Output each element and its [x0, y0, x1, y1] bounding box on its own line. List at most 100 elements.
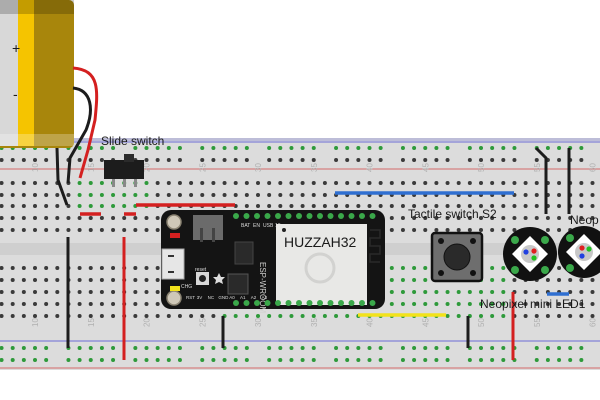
breadboard-hole[interactable]	[44, 266, 49, 270]
header-pin[interactable]	[306, 300, 313, 306]
breadboard-hole[interactable]	[66, 204, 71, 208]
breadboard-hole[interactable]	[345, 204, 350, 208]
breadboard-hole[interactable]	[423, 181, 428, 185]
breadboard-hole[interactable]	[144, 216, 149, 220]
breadboard-hole[interactable]	[378, 204, 383, 208]
breadboard-hole[interactable]	[88, 193, 93, 197]
rail-hole[interactable]	[233, 158, 238, 162]
breadboard-hole[interactable]	[490, 266, 495, 270]
rail-hole[interactable]	[211, 146, 216, 150]
rail-hole[interactable]	[400, 346, 405, 350]
rail-hole[interactable]	[111, 358, 116, 362]
breadboard-hole[interactable]	[456, 302, 461, 306]
breadboard-hole[interactable]	[512, 228, 517, 232]
breadboard-hole[interactable]	[189, 193, 194, 197]
breadboard-hole[interactable]	[557, 181, 562, 185]
rail-hole[interactable]	[356, 346, 361, 350]
breadboard-hole[interactable]	[378, 181, 383, 185]
breadboard-hole[interactable]	[479, 181, 483, 185]
rail-hole[interactable]	[244, 346, 249, 350]
rail-hole[interactable]	[579, 158, 584, 162]
breadboard-hole[interactable]	[44, 193, 49, 197]
header-pin[interactable]	[369, 213, 376, 219]
rail-hole[interactable]	[200, 358, 205, 362]
breadboard-hole[interactable]	[523, 204, 528, 208]
breadboard-hole[interactable]	[44, 314, 49, 318]
breadboard-hole[interactable]	[456, 228, 461, 232]
rail-hole[interactable]	[77, 158, 82, 162]
breadboard-hole[interactable]	[111, 314, 116, 318]
breadboard-hole[interactable]	[99, 204, 104, 208]
breadboard-hole[interactable]	[523, 193, 528, 197]
breadboard-hole[interactable]	[55, 216, 60, 220]
breadboard-hole[interactable]	[77, 181, 82, 185]
breadboard-hole[interactable]	[133, 290, 138, 294]
header-pin[interactable]	[296, 213, 302, 219]
breadboard-hole[interactable]	[55, 278, 60, 282]
breadboard-hole[interactable]	[557, 193, 562, 197]
rail-hole[interactable]	[300, 146, 305, 150]
breadboard-hole[interactable]	[534, 204, 539, 208]
breadboard-hole[interactable]	[311, 181, 316, 185]
breadboard-hole[interactable]	[133, 228, 138, 232]
header-pin[interactable]	[254, 213, 260, 219]
breadboard-hole[interactable]	[534, 314, 539, 318]
breadboard-hole[interactable]	[44, 204, 49, 208]
usb-port[interactable]	[161, 248, 185, 280]
breadboard-hole[interactable]	[33, 216, 37, 220]
breadboard-hole[interactable]	[490, 302, 495, 306]
header-pin[interactable]	[285, 300, 292, 306]
rail-hole[interactable]	[300, 358, 305, 362]
breadboard-hole[interactable]	[66, 228, 71, 232]
header-pin[interactable]	[254, 300, 260, 306]
breadboard-hole[interactable]	[590, 181, 595, 185]
rail-hole[interactable]	[501, 146, 506, 150]
breadboard-hole[interactable]	[155, 278, 160, 282]
breadboard-hole[interactable]	[568, 278, 573, 282]
breadboard-hole[interactable]	[10, 314, 15, 318]
breadboard-hole[interactable]	[44, 228, 49, 232]
breadboard-hole[interactable]	[133, 278, 138, 282]
rail-hole[interactable]	[423, 358, 428, 362]
breadboard-hole[interactable]	[311, 314, 316, 318]
rail-hole[interactable]	[334, 146, 339, 150]
breadboard-hole[interactable]	[111, 290, 116, 294]
breadboard-hole[interactable]	[0, 302, 4, 306]
breadboard-hole[interactable]	[389, 302, 394, 306]
breadboard-hole[interactable]	[400, 181, 405, 185]
breadboard-hole[interactable]	[534, 216, 539, 220]
neopixel-led-1[interactable]: Neopixel mini LED1	[480, 227, 586, 311]
breadboard-hole[interactable]	[523, 314, 528, 318]
header-pin[interactable]	[275, 213, 281, 219]
breadboard-hole[interactable]	[77, 228, 82, 232]
rail-hole[interactable]	[378, 346, 383, 350]
breadboard-hole[interactable]	[55, 314, 60, 318]
breadboard-hole[interactable]	[155, 228, 160, 232]
rail-hole[interactable]	[233, 358, 238, 362]
breadboard-hole[interactable]	[111, 302, 116, 306]
header-pin[interactable]	[359, 300, 365, 306]
rail-hole[interactable]	[512, 158, 517, 162]
breadboard-hole[interactable]	[111, 216, 116, 220]
breadboard-hole[interactable]	[557, 314, 562, 318]
rail-hole[interactable]	[467, 358, 472, 362]
breadboard-hole[interactable]	[400, 204, 405, 208]
rail-hole[interactable]	[222, 146, 227, 150]
breadboard-hole[interactable]	[501, 181, 506, 185]
breadboard-hole[interactable]	[21, 314, 26, 318]
slide-switch[interactable]: Slide switch	[101, 134, 164, 187]
rail-hole[interactable]	[512, 146, 517, 150]
header-pin[interactable]	[338, 300, 344, 306]
breadboard-hole[interactable]	[579, 204, 584, 208]
breadboard-hole[interactable]	[99, 266, 104, 270]
breadboard-hole[interactable]	[512, 204, 517, 208]
rail-hole[interactable]	[501, 358, 506, 362]
breadboard-hole[interactable]	[55, 302, 60, 306]
breadboard-hole[interactable]	[44, 278, 49, 282]
rail-hole[interactable]	[289, 158, 294, 162]
breadboard-hole[interactable]	[501, 204, 506, 208]
breadboard-hole[interactable]	[490, 314, 495, 318]
breadboard-hole[interactable]	[322, 193, 327, 197]
breadboard-hole[interactable]	[479, 302, 483, 306]
tactile-switch[interactable]: Tactile switch S2	[408, 207, 497, 283]
